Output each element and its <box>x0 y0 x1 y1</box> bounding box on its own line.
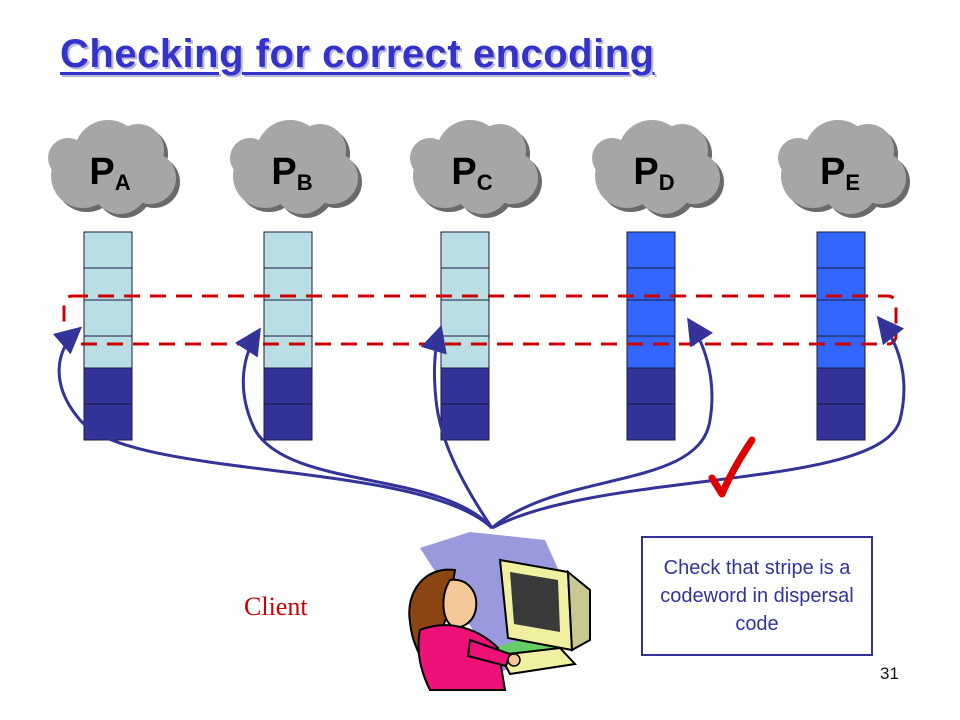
block-stack <box>440 231 490 441</box>
checkmark-icon <box>708 436 756 498</box>
server-letter: P <box>451 151 476 193</box>
block <box>440 367 490 405</box>
client-label: Client <box>244 592 308 621</box>
block <box>83 335 133 369</box>
block-stack <box>626 231 676 441</box>
server-subscript: C <box>477 170 493 195</box>
block <box>263 367 313 405</box>
block-stack <box>83 231 133 441</box>
server-subscript: E <box>845 170 860 195</box>
note-text: Check that stripe is a codeword in dispe… <box>660 557 854 635</box>
block <box>83 299 133 337</box>
arrow-to-server-e <box>491 315 906 530</box>
note-box: Check that stripe is a codeword in dispe… <box>641 536 873 656</box>
block <box>626 367 676 405</box>
server-letter: P <box>633 151 658 193</box>
block <box>83 231 133 269</box>
server-label-d: PD <box>633 151 674 195</box>
block <box>626 403 676 441</box>
arrow-to-server-d <box>491 317 714 530</box>
block <box>816 231 866 269</box>
block <box>626 231 676 269</box>
arrow-to-server-c <box>420 324 494 529</box>
server-a: PA <box>48 120 180 441</box>
block <box>440 403 490 441</box>
server-label-c: PC <box>451 151 492 195</box>
block <box>83 403 133 441</box>
block-stack <box>816 231 866 441</box>
server-subscript: A <box>115 170 131 195</box>
page-number: 31 <box>880 664 899 683</box>
block <box>816 335 866 369</box>
server-letter: P <box>820 151 845 193</box>
server-c: PC <box>410 120 542 441</box>
block <box>440 299 490 337</box>
server-d: PD <box>592 120 724 441</box>
slide-title: Checking for correct encoding <box>60 32 655 76</box>
block <box>440 231 490 269</box>
server-label-b: PB <box>271 151 312 195</box>
woman-at-computer-icon <box>408 532 591 691</box>
block <box>816 367 866 405</box>
block <box>263 231 313 269</box>
server-letter: P <box>271 151 296 193</box>
block <box>83 367 133 405</box>
block <box>626 299 676 337</box>
server-subscript: D <box>659 170 675 195</box>
client-arrows <box>52 315 906 530</box>
block-stack <box>263 231 313 441</box>
block <box>263 335 313 369</box>
block <box>816 403 866 441</box>
server-b: PB <box>230 120 362 441</box>
server-subscript: B <box>297 170 313 195</box>
server-letter: P <box>89 151 114 193</box>
server-label-a: PA <box>89 151 130 195</box>
arrow-to-server-a <box>52 326 494 530</box>
block <box>816 299 866 337</box>
server-label-e: PE <box>820 151 860 195</box>
arrow-to-server-b <box>234 327 494 530</box>
block <box>263 403 313 441</box>
block <box>626 335 676 369</box>
server-e: PE <box>778 120 910 441</box>
block <box>263 299 313 337</box>
block <box>440 335 490 369</box>
